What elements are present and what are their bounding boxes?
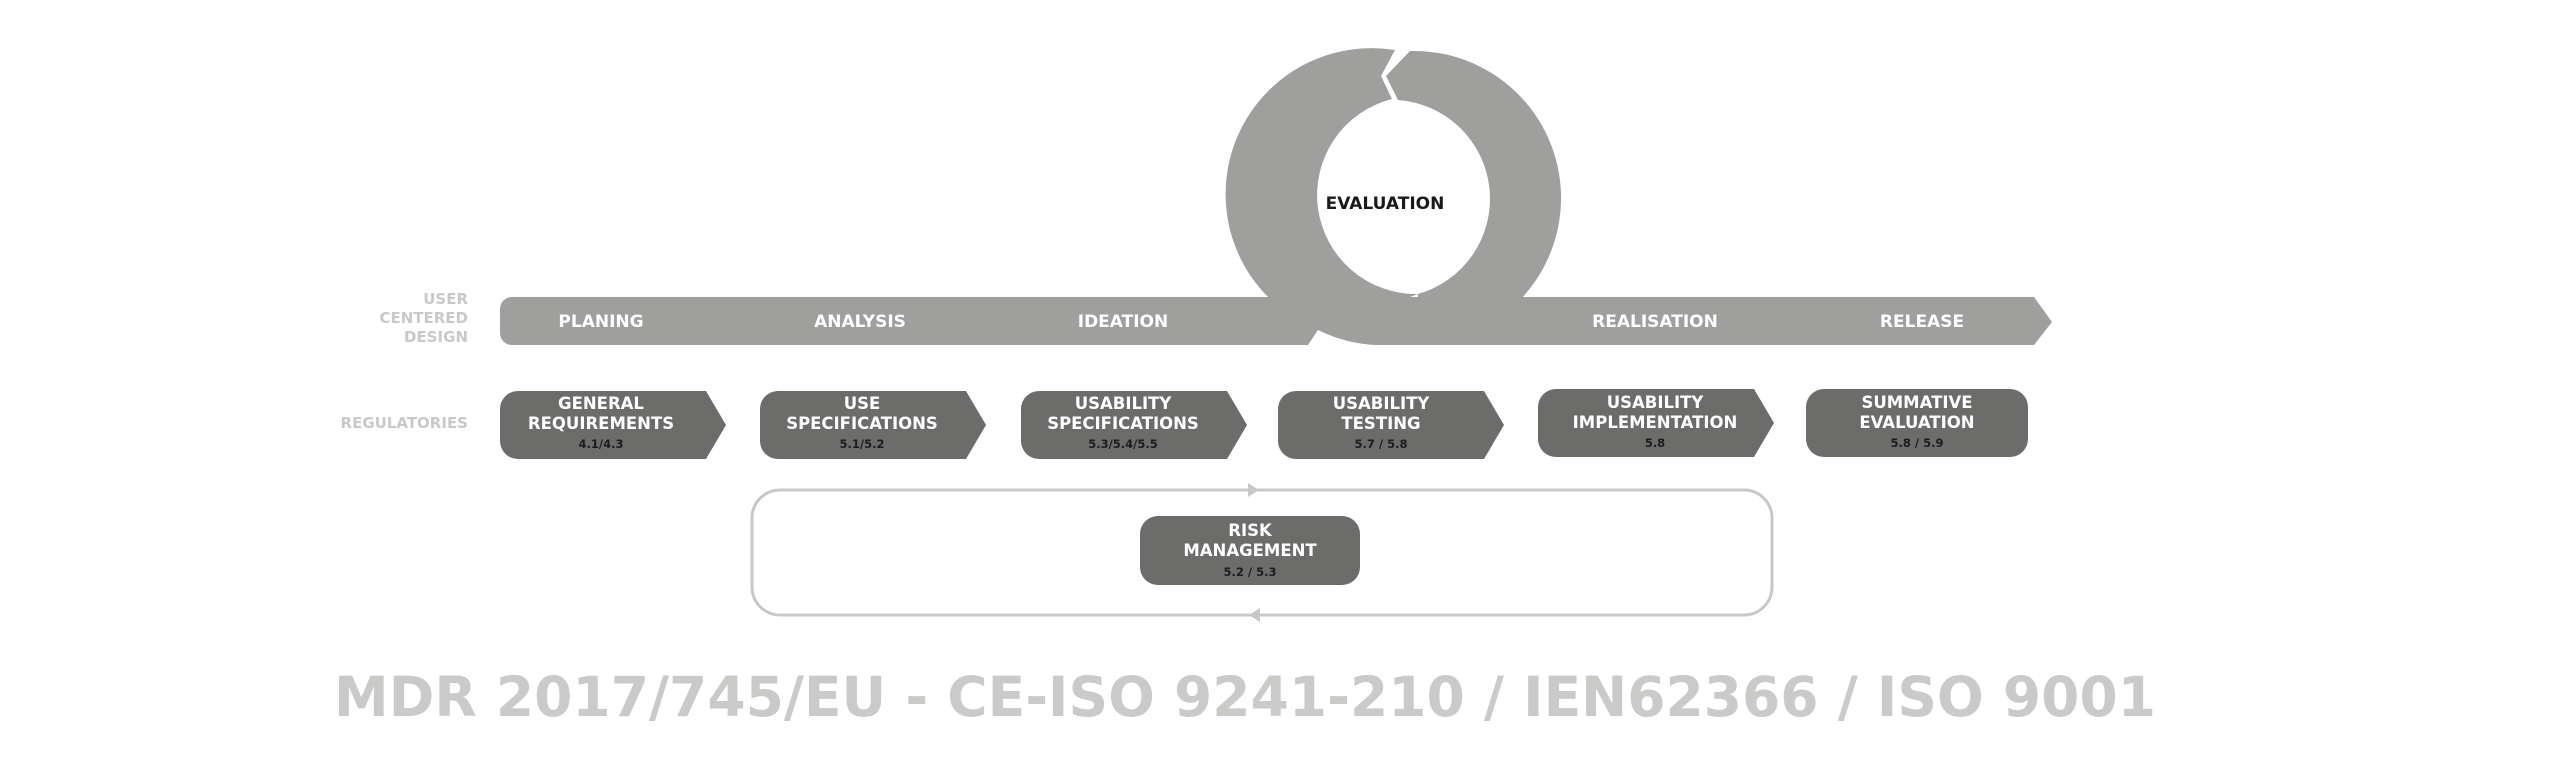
regulatory-step-general-requirements: GENERAL REQUIREMENTS 4.1/4.3	[500, 391, 726, 459]
step-ref: 4.1/4.3	[579, 437, 624, 451]
step-title-line1: USABILITY	[1333, 394, 1431, 413]
step-title-line1: USABILITY	[1075, 394, 1173, 413]
regulatory-steps: GENERAL REQUIREMENTS 4.1/4.3 USE SPECIFI…	[500, 389, 2028, 459]
row-label-user: USER	[423, 290, 468, 308]
risk-management-box: RISK MANAGEMENT 5.2 / 5.3	[1140, 516, 1360, 585]
step-title-line2: SPECIFICATIONS	[1047, 414, 1199, 433]
step-ref: 5.8 / 5.9	[1891, 436, 1944, 450]
row-label-design: DESIGN	[404, 328, 468, 346]
regulatory-step-use-specifications: USE SPECIFICATIONS 5.1/5.2	[760, 391, 986, 459]
phase-release: RELEASE	[1880, 312, 1964, 332]
step-title-line2: EVALUATION	[1859, 413, 1974, 432]
row-label-centered: CENTERED	[379, 309, 468, 327]
step-title-line2: SPECIFICATIONS	[786, 414, 938, 433]
row-labels: USER CENTERED DESIGN REGULATORIES	[341, 290, 469, 432]
regulatory-step-usability-specifications: USABILITY SPECIFICATIONS 5.3/5.4/5.5	[1021, 391, 1247, 459]
risk-title-line2: MANAGEMENT	[1183, 541, 1317, 560]
loop-arrow-left-icon	[1249, 608, 1260, 622]
process-band: PLANING ANALYSIS IDEATION REALISATION RE…	[500, 48, 2052, 346]
step-ref: 5.1/5.2	[840, 437, 885, 451]
evaluation-label: EVALUATION	[1326, 194, 1445, 214]
phase-labels: PLANING ANALYSIS IDEATION REALISATION RE…	[558, 312, 1964, 332]
phase-realisation: REALISATION	[1592, 312, 1718, 332]
step-title-line1: GENERAL	[558, 394, 644, 413]
step-ref: 5.3/5.4/5.5	[1088, 437, 1158, 451]
phase-planing: PLANING	[558, 312, 643, 332]
standards-footer: MDR 2017/745/EU - CE-ISO 9241-210 / IEN6…	[334, 665, 2156, 729]
risk-loop-outline	[750, 488, 1774, 617]
regulatory-step-usability-testing: USABILITY TESTING 5.7 / 5.8	[1278, 391, 1504, 459]
phase-ideation: IDEATION	[1078, 312, 1169, 332]
step-title-line2: REQUIREMENTS	[528, 414, 674, 433]
step-title-line1: USABILITY	[1607, 393, 1705, 412]
step-title-line2: TESTING	[1341, 414, 1420, 433]
risk-ref: 5.2 / 5.3	[1224, 565, 1277, 579]
loop-arrow-right-icon	[1248, 483, 1259, 497]
step-title-line2: IMPLEMENTATION	[1573, 413, 1738, 432]
process-arrow-band	[500, 48, 2052, 345]
regulatory-step-usability-implementation: USABILITY IMPLEMENTATION 5.8	[1538, 389, 1774, 457]
loop-curve	[1386, 50, 1562, 346]
phase-analysis: ANALYSIS	[814, 312, 906, 332]
risk-title-line1: RISK	[1228, 521, 1273, 540]
step-ref: 5.7 / 5.8	[1355, 437, 1408, 451]
row-label-regulatories: REGULATORIES	[341, 414, 468, 432]
step-title-line1: USE	[844, 394, 881, 413]
step-ref: 5.8	[1645, 436, 1665, 450]
step-title-line1: SUMMATIVE	[1861, 393, 1972, 412]
risk-management-loop: RISK MANAGEMENT 5.2 / 5.3	[750, 483, 1774, 622]
regulatory-step-summative-evaluation: SUMMATIVE EVALUATION 5.8 / 5.9	[1806, 389, 2028, 457]
